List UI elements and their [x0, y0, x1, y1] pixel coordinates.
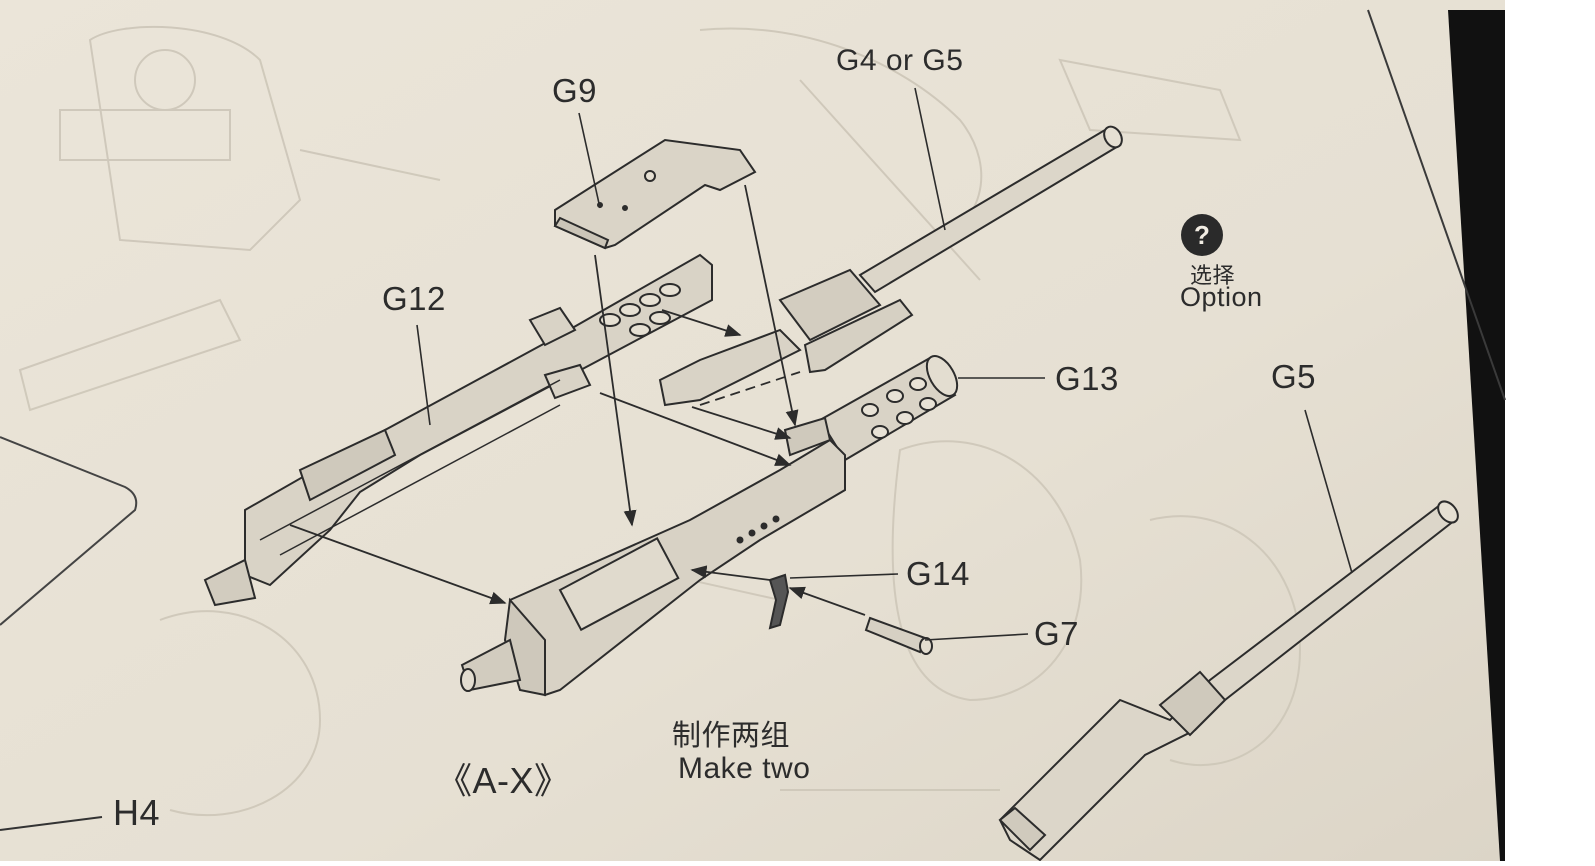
part-main-receiver	[460, 416, 846, 697]
label-g4-or-g5: G4 or G5	[836, 44, 964, 77]
option-label-cn: 选择	[1190, 263, 1236, 288]
option-number-badge: ?	[1181, 214, 1223, 256]
paper-edge-shadow	[1448, 10, 1505, 861]
label-g5: G5	[1271, 358, 1317, 395]
label-h4: H4	[113, 792, 161, 833]
option-label-en: Option	[1180, 282, 1263, 312]
label-g9: G9	[552, 72, 598, 109]
part-g13	[818, 355, 959, 462]
label-g7: G7	[1034, 615, 1080, 652]
leader-lines	[416, 87, 1353, 641]
quantity-note-en: Make two	[678, 752, 811, 785]
h4-leader	[0, 816, 103, 831]
part-g7	[864, 616, 933, 655]
adjacent-step-outline	[0, 436, 138, 626]
part-g14	[768, 573, 790, 630]
part-g9	[553, 138, 757, 250]
part-g12	[203, 253, 713, 607]
assembly-arrows	[289, 184, 866, 616]
label-g12: G12	[382, 280, 446, 317]
label-g14: G14	[906, 555, 970, 592]
quantity-note-cn: 制作两组	[672, 720, 791, 752]
part-g4-or-g5	[658, 125, 1123, 407]
sub-assembly-label: 《A-X》	[436, 760, 571, 801]
page-border-line	[1367, 9, 1506, 401]
paper-background	[0, 0, 1505, 861]
label-g13: G13	[1055, 360, 1119, 397]
part-g5	[998, 500, 1459, 862]
